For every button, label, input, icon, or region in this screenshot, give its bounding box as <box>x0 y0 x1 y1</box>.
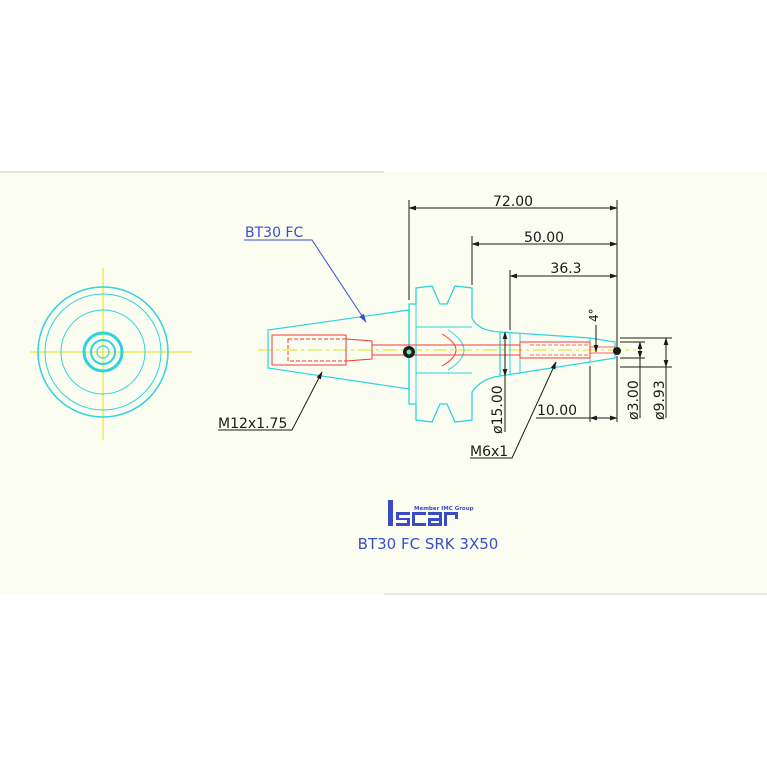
leader-bt30 <box>244 239 367 323</box>
product-code: BT30 FC SRK 3X50 <box>358 535 499 553</box>
logo-letter-i <box>388 500 393 526</box>
dim-text-dia993: ø9.93 <box>652 380 668 420</box>
end-view-inner-circle <box>90 339 116 365</box>
iscar-logo: Member IMC Group <box>388 500 474 526</box>
dim-text-dia3: ø3.00 <box>626 380 642 420</box>
end-view-bore-circle <box>82 331 124 373</box>
dim-text-dia15: ø15.00 <box>490 385 506 434</box>
dim-text-50: 50.00 <box>524 230 564 246</box>
dim-text-72: 72.00 <box>493 194 533 210</box>
logo-letter-s <box>396 512 410 526</box>
logo-letter-c <box>412 512 426 526</box>
label-m12-thread: M12x1.75 <box>218 416 287 432</box>
logo-letter-r <box>444 512 458 526</box>
flange-inner-arc <box>441 333 457 367</box>
logo-tagline: Member IMC Group <box>414 506 474 512</box>
dim-text-taper: 4° <box>587 308 601 322</box>
leader-m6 <box>470 361 557 459</box>
end-view <box>30 268 192 440</box>
dim-text-36: 36.3 <box>550 261 581 277</box>
rear-thread-bore-inner <box>287 338 347 362</box>
gauge-point-tip <box>613 347 621 355</box>
leader-m12 <box>218 371 323 431</box>
drawing-background <box>0 172 767 594</box>
label-bt30-fc: BT30 FC <box>245 225 303 241</box>
rear-thread-transition <box>345 338 373 362</box>
end-view-mid-circle <box>60 309 146 395</box>
dim-text-10: 10.00 <box>537 403 577 419</box>
front-thread-bore <box>519 341 591 359</box>
gauge-point-flange-highlight <box>406 349 412 355</box>
annotation-texts: BT30 FC M12x1.75 M6x1 BT30 FC SRK 3X50 <box>218 225 508 553</box>
end-view-flange-circle <box>37 286 169 418</box>
dimensions <box>218 200 672 459</box>
end-view-outer-circle <box>44 293 162 411</box>
flange-inner-arc-2 <box>447 329 465 371</box>
dimension-texts: 72.00 50.00 36.3 10.00 4° ø15.00 ø3.00 ø… <box>490 194 668 434</box>
label-m6-thread: M6x1 <box>470 444 508 460</box>
logo-letter-a <box>428 512 442 526</box>
end-view-core-circle <box>96 345 110 359</box>
